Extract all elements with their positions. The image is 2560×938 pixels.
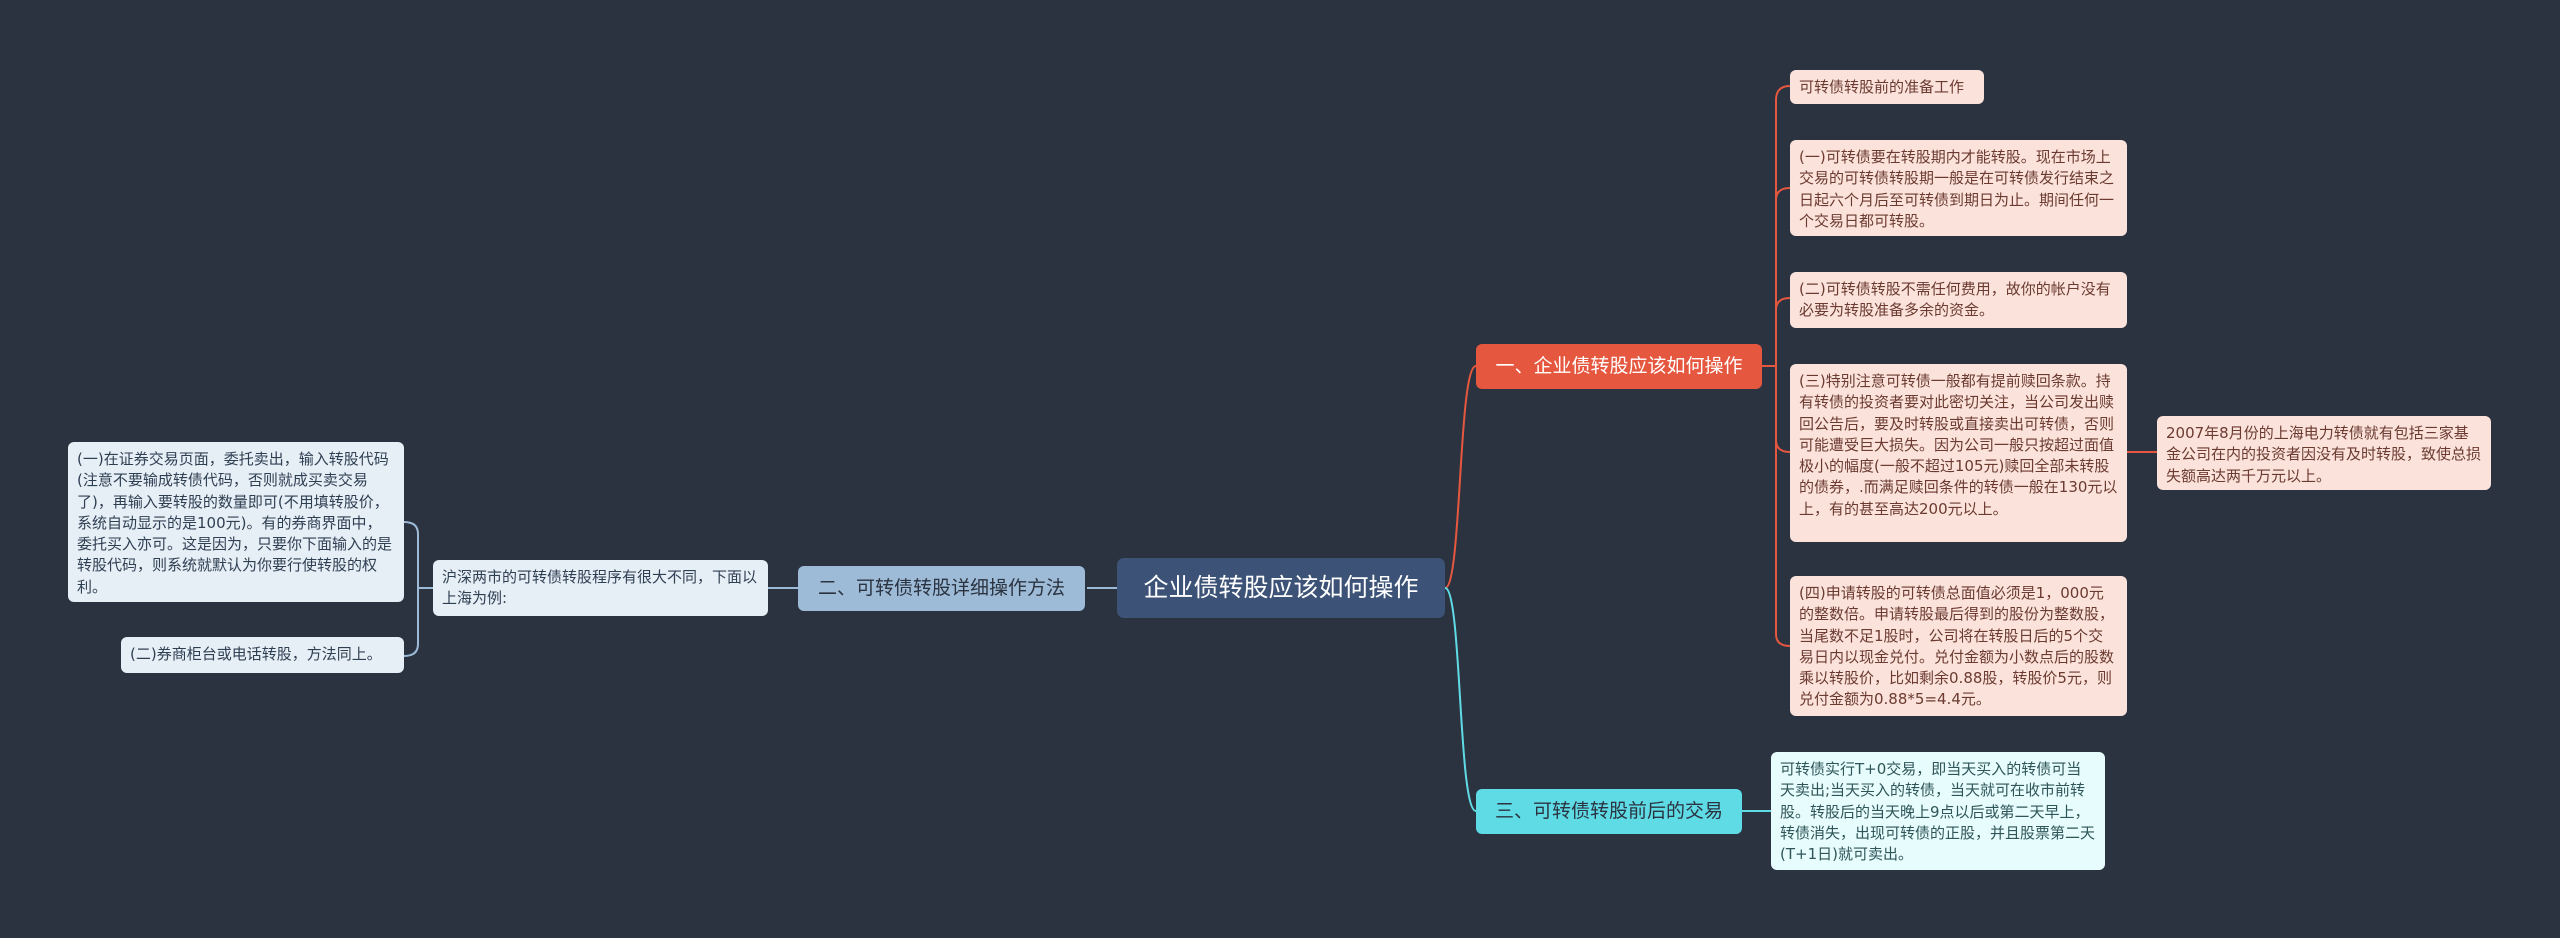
link-child-grand2: [403, 588, 419, 657]
leaf-conversion-period[interactable]: (一)可转债要在转股期内才能转股。现在市场上交易的可转债转股期一般是在可转债发行…: [1790, 140, 2127, 236]
root-topic[interactable]: 企业债转股应该如何操作: [1117, 558, 1445, 618]
branch-topic-2[interactable]: 二、可转债转股详细操作方法: [798, 566, 1085, 611]
link-branch1-leaf1: [1762, 85, 1791, 367]
leaf-no-fee[interactable]: (二)可转债转股不需任何费用，故你的帐户没有必要为转股准备多余的资金。: [1790, 272, 2127, 328]
leaf-prep-work[interactable]: 可转债转股前的准备工作: [1790, 70, 1984, 104]
link-branch1-leaf2: [1775, 187, 1791, 201]
link-branch1-leaf5: [1775, 440, 1791, 647]
leaf-face-value[interactable]: (四)申请转股的可转债总面值必须是1，000元的整数倍。申请转股最后得到的股份为…: [1790, 576, 2127, 716]
branch-topic-1[interactable]: 一、企业债转股应该如何操作: [1476, 344, 1762, 389]
link-branch1-leaf4: [1775, 366, 1791, 453]
link-child-grand1: [403, 521, 433, 589]
branch-topic-3[interactable]: 三、可转债转股前后的交易: [1476, 789, 1742, 834]
link-branch1-leaf3: [1775, 297, 1791, 311]
leaf-trade-page-steps[interactable]: (一)在证券交易页面，委托卖出，输入转股代码(注意不要输成转债代码，否则就成买卖…: [68, 442, 404, 602]
note-shanghai-electric[interactable]: 2007年8月份的上海电力转债就有包括三家基金公司在内的投资者因没有及时转股，致…: [2157, 416, 2491, 490]
leaf-shanghai-example[interactable]: 沪深两市的可转债转股程序有很大不同，下面以上海为例:: [433, 560, 768, 616]
link-root-branch3: [1444, 587, 1477, 812]
leaf-redemption-clause[interactable]: (三)特别注意可转债一般都有提前赎回条款。持有转债的投资者要对此密切关注，当公司…: [1790, 364, 2127, 542]
leaf-counter-phone[interactable]: (二)券商柜台或电话转股，方法同上。: [121, 637, 404, 673]
leaf-t0-trading[interactable]: 可转债实行T+0交易，即当天买入的转债可当天卖出;当天买入的转债，当天就可在收市…: [1771, 752, 2105, 870]
link-root-branch1: [1444, 365, 1477, 589]
